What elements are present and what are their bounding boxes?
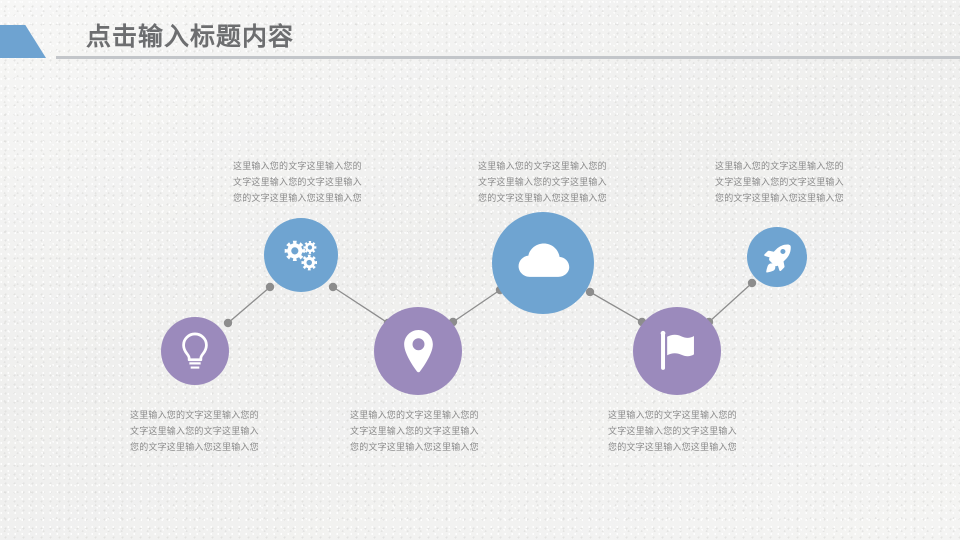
map-pin-icon <box>403 329 433 372</box>
node-flag[interactable] <box>633 307 721 395</box>
text-pin[interactable]: 这里输入您的文字这里输入您的文字这里输入您的文字这里输入您的文字这里输入您这里输… <box>350 407 479 455</box>
placeholder-line2: 文字这里输入您的文字这里输入 <box>715 177 844 187</box>
placeholder-line1: 这里输入您的文字这里输入您的 <box>715 161 844 171</box>
text-flag[interactable]: 这里输入您的文字这里输入您的文字这里输入您的文字这里输入您的文字这里输入您这里输… <box>608 407 737 455</box>
node-rocket[interactable] <box>747 227 807 287</box>
lightbulb-icon <box>182 332 208 369</box>
placeholder-line1: 这里输入您的文字这里输入您的 <box>130 410 259 420</box>
placeholder-line2: 文字这里输入您的文字这里输入 <box>130 426 259 436</box>
placeholder-line3: 您的文字这里输入您这里输入您 <box>478 193 607 203</box>
placeholder-line2: 文字这里输入您的文字这里输入 <box>233 177 362 187</box>
text-gears[interactable]: 这里输入您的文字这里输入您的文字这里输入您的文字这里输入您的文字这里输入您这里输… <box>233 158 362 206</box>
text-lightbulb[interactable]: 这里输入您的文字这里输入您的文字这里输入您的文字这里输入您的文字这里输入您这里输… <box>130 407 259 455</box>
node-cloud[interactable] <box>492 212 594 314</box>
placeholder-line2: 文字这里输入您的文字这里输入 <box>350 426 479 436</box>
placeholder-line3: 您的文字这里输入您这里输入您 <box>608 442 737 452</box>
placeholder-line3: 您的文字这里输入您这里输入您 <box>130 442 259 452</box>
placeholder-line3: 您的文字这里输入您这里输入您 <box>350 442 479 452</box>
rocket-icon <box>763 244 791 272</box>
placeholder-line2: 文字这里输入您的文字这里输入 <box>608 426 737 436</box>
node-gears[interactable] <box>264 218 338 292</box>
connector-dot <box>223 318 233 328</box>
text-cloud[interactable]: 这里输入您的文字这里输入您的文字这里输入您的文字这里输入您的文字这里输入您这里输… <box>478 158 607 206</box>
placeholder-line3: 您的文字这里输入您这里输入您 <box>233 193 362 203</box>
node-lightbulb[interactable] <box>161 317 229 385</box>
cloud-icon <box>518 242 569 277</box>
connector-1 <box>223 282 275 328</box>
page-title: 点击输入标题内容 <box>86 23 295 51</box>
header-divider-rule <box>56 56 960 59</box>
connector-3 <box>448 285 505 327</box>
slide-header: 点击输入标题内容 <box>0 0 960 72</box>
placeholder-line1: 这里输入您的文字这里输入您的 <box>608 410 737 420</box>
placeholder-line1: 这里输入您的文字这里输入您的 <box>233 161 362 171</box>
placeholder-line1: 这里输入您的文字这里输入您的 <box>350 410 479 420</box>
connector-dot <box>328 282 338 292</box>
connector-dot <box>585 287 595 297</box>
connector-dot <box>747 278 757 288</box>
placeholder-line3: 您的文字这里输入您这里输入您 <box>715 193 844 203</box>
placeholder-line1: 这里输入您的文字这里输入您的 <box>478 161 607 171</box>
connector-2 <box>328 282 393 328</box>
connector-5 <box>704 278 757 327</box>
flag-icon <box>660 330 694 370</box>
node-pin[interactable] <box>374 307 462 395</box>
gears-icon <box>284 240 318 271</box>
text-rocket[interactable]: 这里输入您的文字这里输入您的文字这里输入您的文字这里输入您的文字这里输入您这里输… <box>715 158 844 206</box>
connector-dot <box>265 282 275 292</box>
placeholder-line2: 文字这里输入您的文字这里输入 <box>478 177 607 187</box>
connector-4 <box>585 287 647 327</box>
header-accent-wedge <box>0 25 46 58</box>
